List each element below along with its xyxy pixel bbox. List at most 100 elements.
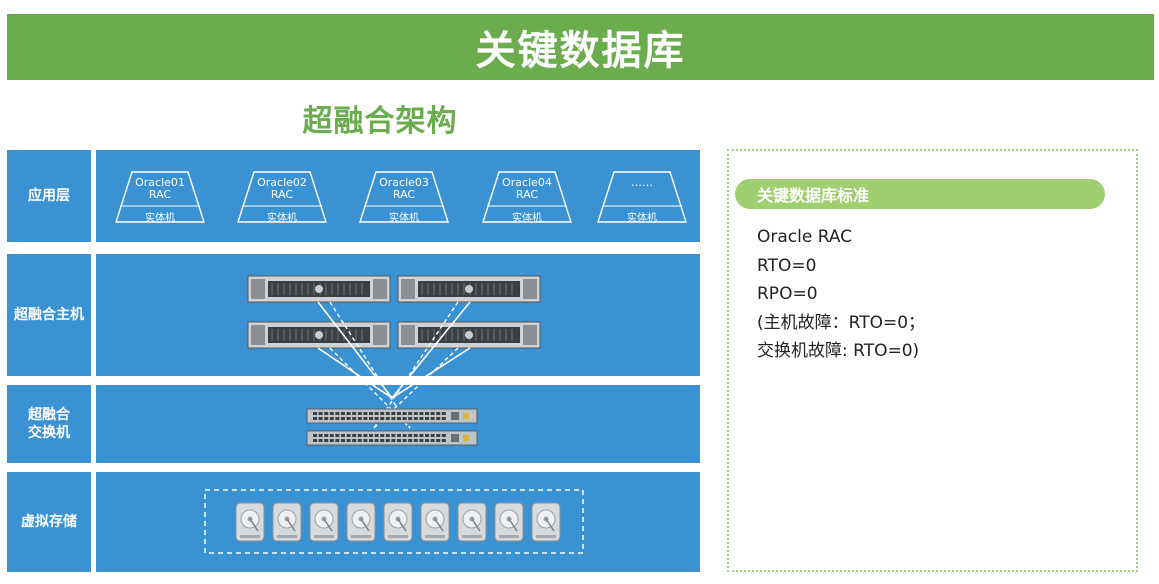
app-node-name: Oracle01 [135,176,185,189]
server-handle-right [373,279,387,299]
disk-arm [508,518,518,532]
switch-port [335,412,340,415]
switch-port [369,434,373,437]
switch-port [318,439,323,442]
switch-port [363,412,368,415]
server-logo [315,285,323,293]
switch-port [352,439,357,442]
disk-arm [545,518,555,532]
switch-port [436,439,441,442]
switch-port [329,439,334,442]
app-node-shape [359,171,449,223]
app-node-name: Oracle04 [502,176,552,189]
switch-port [357,439,362,442]
switch-port [425,434,429,437]
switch-port [402,417,407,420]
server-handle-right [523,279,537,299]
app-node-shape [115,171,205,223]
app-node-sub: RAC [392,188,416,201]
switch-port [419,434,424,437]
disk-arm [471,518,481,532]
switch-port [385,412,390,415]
app-node-name: Oracle02 [257,176,307,189]
app-node-name: Oracle03 [379,176,429,189]
connection-dashed [373,301,459,429]
switch-port [329,412,334,415]
app-node-sub: RAC [515,188,539,201]
switch-port [402,439,407,442]
switch-port [391,412,396,415]
layer-body-app [96,150,700,242]
switch-port [425,412,429,415]
layer-label-app: 应用层 [7,150,91,242]
connection-solid [391,301,471,399]
standards-list: Oracle RAC RTO=0 RPO=0 (主机故障：RTO=0； 交换机故… [757,223,925,366]
disk-arm [434,518,444,532]
server-logo [465,285,473,293]
switch-port [374,434,379,437]
switch-port [391,434,396,437]
standards-panel: 关键数据库标准 Oracle RAC RTO=0 RPO=0 (主机故障：RTO… [727,149,1138,572]
layer-label-host: 超融合主机 [7,254,91,376]
connection-solid [317,301,393,399]
switch-port [413,412,418,415]
connection-dashed [373,347,459,429]
switch-port [352,434,357,437]
standard-line: (主机故障：RTO=0； [757,312,926,333]
switch-port [335,434,340,437]
switch-port [397,439,401,442]
switch-port [419,439,424,442]
app-node-base: 实体机 [512,213,542,224]
disk-base [499,535,519,538]
server-handle-right [373,325,387,345]
switch-port [374,439,379,442]
app-node-sub: RAC [148,188,172,201]
disk-arm [323,518,333,532]
server-logo [465,331,473,339]
disk-arm [286,518,296,532]
disk-arm [397,518,407,532]
switch-port [397,412,401,415]
switch-port [413,417,418,420]
disk-base [277,535,297,538]
switch-port [436,434,441,437]
switch-port [341,434,345,437]
layer-body-host [96,254,700,376]
switch-port [408,439,413,442]
switch-led [463,413,469,419]
switch-port [397,417,401,420]
switch-port [346,412,351,415]
layer-label-storage: 虚拟存储 [7,472,91,572]
switch-port [430,417,435,420]
switch-port [369,412,373,415]
app-node-base: 实体机 [145,213,175,224]
switch-port [346,417,351,420]
switch-port [357,434,362,437]
layer-body-switch [96,385,700,463]
disk-base [462,535,482,538]
switch-port [352,412,357,415]
switch-port [425,439,429,442]
switch-port [419,412,424,415]
switch-port [402,434,407,437]
switch-port [341,412,345,415]
switch-port [391,439,396,442]
header-banner: 关键数据库 [7,14,1154,80]
standard-line: 交换机故障: RTO=0) [757,341,920,361]
app-node-base: 实体机 [389,213,419,224]
switch-port [385,417,390,420]
page-title: 关键数据库 [475,28,686,74]
switch-port [329,434,334,437]
standards-title: 关键数据库标准 [735,179,1105,209]
switch-port [430,439,435,442]
switch-port [385,434,390,437]
switch-port [369,417,373,420]
app-node-shape [597,171,687,223]
switch-port [313,434,317,437]
switch-port [441,412,446,415]
disk-base [536,535,556,538]
app-node-sub: RAC [270,188,294,201]
switch-port [335,417,340,420]
disk-arm [360,518,370,532]
